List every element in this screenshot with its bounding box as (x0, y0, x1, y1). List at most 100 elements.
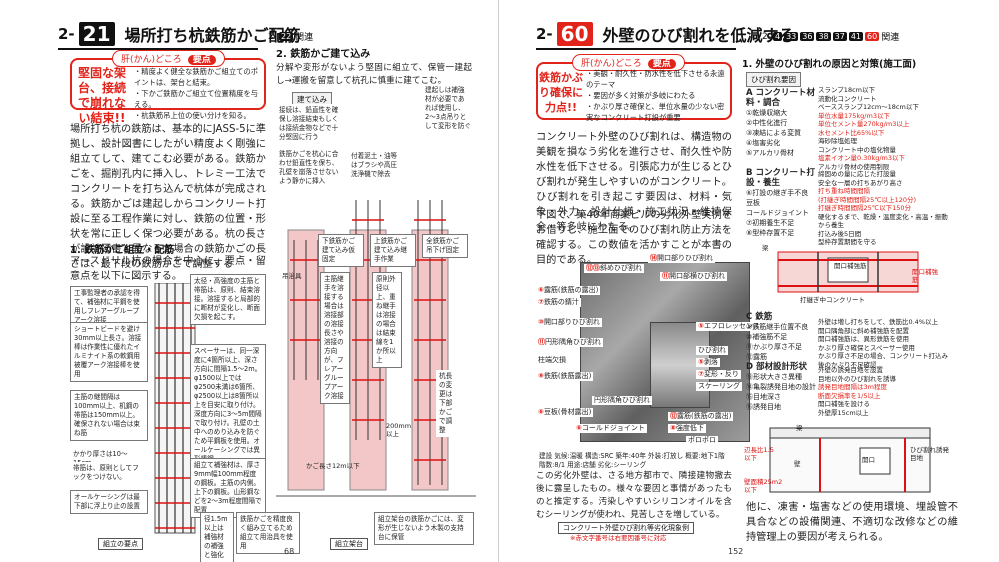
build-tag-2: 上鉄筋かご建て込み継手作業 (370, 234, 416, 267)
left-header: 2- 21 場所打ち杭鉄筋かご配筋 (58, 22, 301, 46)
clamp-label: 吊治具 (282, 272, 302, 280)
left-note-7: 太径・高強度の主筋と帯筋は、原則、結束溶接。溶接すると局部的に断材が変化し、断面… (190, 274, 266, 325)
left-related-ref[interactable]: 22 (278, 32, 294, 41)
measure-d-1: 外壁の誘発目地を設置 (818, 366, 883, 374)
left-kanme-point-1: ・精度よく健全な鉄筋かご組立てのポイントは、架台と結束。 (134, 67, 259, 87)
fig2-inducing: ひび割れ誘発目地 (910, 446, 949, 462)
photo-label-9: ⑨鉄筋(鉄筋露出) (536, 372, 594, 381)
measure-b-8: 型枠存置期間を守る (818, 238, 877, 246)
right-related-ref-3[interactable]: 36 (800, 32, 815, 41)
left-kanme-point-3: ・杭鉄筋吊上位の使い分けを知る。 (134, 111, 251, 120)
right-kanme-tag-label: 肝(かん)どころ (581, 59, 642, 69)
photo-label-11: ⑥コールドジョイント (574, 424, 647, 433)
right-header: 2- 60 外壁のひび割れを低減する (536, 22, 795, 46)
fig2-length: 辺長比1.5以下 (744, 446, 774, 462)
right-related-ref-1[interactable]: 4 (772, 32, 783, 41)
measure-d-3: 誘発目地間隔は3m程度 (818, 383, 887, 391)
left-caption-assembly: 組立の要点 (98, 538, 143, 550)
left-note-10: 径1.5m以上は補強材の補強と強化 (200, 512, 234, 562)
fig2-section: 壁面積25m2以下 (744, 478, 783, 494)
right-related-suffix: 関連 (881, 33, 900, 43)
build-body-4: 200mm以上 (386, 422, 412, 438)
photo-label-12: ⑫露筋(鉄筋の露出) (668, 412, 734, 421)
left-kanme-tag-label: 肝(かん)どころ (121, 55, 182, 65)
photo-label-15: ⑤エフロレッセンス (696, 322, 762, 331)
cause-b-item-3: コールドジョイント (746, 209, 809, 217)
measure-a-5: 単位セメント量270kg/m3以上 (818, 120, 910, 128)
cause-b: B コンクリート打設・養生 ⑥打設の継ぎ手不良 豆板 コールドジョイント ⑦初期… (746, 168, 816, 238)
measure-b-4: (打継ぎ時間間隔25℃以上120分) (818, 195, 917, 204)
measure-b-3: 打ち重ね時間間隔 (818, 187, 870, 195)
right-related-ref-7[interactable]: 60 (865, 32, 880, 41)
left-sub1: 1. 鉄筋かご組立・配筋 (70, 245, 175, 256)
photo-label-20: 円形隅角ひび割れ (592, 396, 652, 405)
measure-b-6: 硬化するまで、乾燥・温度変化・高温・振動から養生 (818, 212, 948, 230)
right-sub1: 1. 外壁のひび割れの原因と対策(施工面) (742, 59, 917, 70)
cause-b-head: B コンクリート打設・養生 (746, 168, 815, 188)
build-body-1: 主筋継手を溶接する場合は溶接部の溶接長さや溶接の方向が、フレアーグループアーク溶… (320, 272, 350, 404)
right-related-ref-5[interactable]: 37 (832, 32, 847, 41)
measure-b-2: 安全な一層の打ちあがり高さ (818, 178, 903, 187)
right-section-prefix: 2- (536, 25, 553, 43)
right-kanme-points: ・美観・耐久性・防水性を低下させる永遠のテーマ ・要因が多く対策が多岐にわたる … (586, 68, 730, 123)
photo-label-14: ポロポロ (686, 436, 718, 445)
cause-c-item-2: ⑩補強筋不足 (746, 333, 788, 341)
opening-reinforcement-figure (777, 251, 919, 293)
measure-a-7: 海砂除塩処理 (818, 137, 857, 145)
cause-c-measures: 外壁は増し打ちをして、鉄筋比0.4%以上 開口隅角部に斜め補強筋を配置 開口補強… (818, 318, 954, 369)
left-section-number: 21 (78, 22, 115, 46)
left-related-prefix: 2- (268, 31, 277, 42)
build-note-3: 建起しは補強材が必要であれば使用し、2〜3点吊りとして変形を防ぐ (422, 84, 474, 133)
photo-label-6: ⑪開口部横ひび割れ (660, 272, 727, 281)
photo-label-13: ⑧強度低下 (668, 424, 706, 433)
left-note-11: 鉄筋かごを精度良く組み立てるため組立て用治具を使用 (236, 512, 300, 554)
cause-c-head: C 鉄筋 (746, 312, 773, 322)
cause-a-measures: スランプ18cm以下 流動化コンクリート ベーススランプ12cm〜18cm以下 … (818, 86, 952, 171)
right-related-ref-6[interactable]: 41 (848, 32, 864, 41)
cause-d-measures: 外壁の誘発目地を設置 目地以外のひび割れを誘導 誘発目地間隔は3m程度 断面欠損… (818, 366, 954, 417)
cause-a-item-4: ④塩害劣化 (746, 139, 781, 147)
cause-d-item-3: ⑮目地深さ (746, 393, 781, 401)
left-section-prefix: 2- (58, 25, 75, 43)
measure-a-4: 単位水量175kg/m3以下 (818, 111, 890, 120)
inducing-joint-figure (769, 427, 931, 493)
build-body-2: 原則外径以上、重ね継手は溶接の場合は結束線を1か所以上 (372, 272, 402, 368)
build-tag-1: 下鉄筋かご建て込み仮固定 (318, 234, 364, 267)
right-kanme-point-2: ・要因が多く対策が多岐にわたる (586, 91, 696, 100)
cause-c-item-1: ⑨鉄筋継手位置不良 (746, 323, 809, 331)
measure-c-4: かぶり厚さ確保とスペーサー使用 (818, 343, 915, 352)
right-related: 2- 4 33 36 38 37 41 60 関連 (762, 30, 900, 44)
left-kanme-point: 要点 (187, 55, 216, 65)
cause-tag: ひび割れ要因 (746, 72, 801, 87)
fig1-bottom: 打継ぎ中コンクリート (800, 296, 865, 304)
right-page: 2- 60 外壁のひび割れを低減する 2- 4 33 36 38 37 41 6… (500, 0, 999, 562)
photo-label-10: ⑥豆板(骨材露出) (536, 408, 594, 417)
building-spec: 建設 気候:温暖 構造:SRC 築年:40年 外装:打放し 概要:地下1階 階数… (536, 450, 732, 472)
right-kanme-popup: 鉄筋かぶり確保に力点!! (539, 71, 583, 114)
measure-d-5: 開口補強を設ける (818, 400, 870, 408)
cause-a-head: A コンクリート材料・調合 (746, 88, 816, 108)
left-title: 場所打ち杭鉄筋かご配筋 (124, 26, 301, 45)
right-title-rule (536, 48, 736, 50)
cause-d-item-1: ⑬形状大きさ異種 (746, 373, 802, 381)
left-title-rule (58, 48, 258, 50)
photo-label-4: ⑦鉄筋の錆汁 (536, 298, 581, 307)
right-related-ref-2[interactable]: 33 (784, 32, 799, 41)
fig1-left: 梁 (762, 244, 769, 252)
right-related-prefix: 2- (762, 31, 771, 42)
measure-c-3: 開口補強筋は、異形鉄筋を使用 (818, 335, 909, 343)
measure-a-9: 塩素イオン量0.30kg/m3以下 (818, 154, 906, 162)
left-note-6: オールケーシングは最下部に浮上り止の設置 (70, 490, 148, 514)
photo-label-8: 柱端欠損 (536, 356, 568, 365)
cause-d-item-2: ⑭亀裂誘発目地の設計 (746, 383, 816, 391)
measure-c-5: かぶり厚さ不足の場合、コンクリート打込み後のかぶり不足確認 (818, 352, 948, 369)
left-kanme-points: ・精度よく健全な鉄筋かご組立てのポイントは、架台と結束。 ・下かご鉄筋かご組立て… (134, 66, 262, 121)
photo-label-1: ⑭開口部りひび割れ (648, 254, 715, 263)
cause-a-item-5: ⑤アルカリ骨材 (746, 149, 794, 157)
left-page: 2- 21 場所打ち杭鉄筋かご配筋 2- 22 関連 肝(かん)どころ要点 堅固… (0, 0, 499, 562)
photo-label-3: ⑥露筋(鉄筋の露出) (536, 286, 601, 295)
photo-label-5: ⑩開口部りひび割れ (536, 318, 602, 327)
photo-label-7: ⑪円形隅角ひび割れ (536, 338, 603, 347)
right-related-ref-4[interactable]: 38 (816, 32, 831, 41)
cause-a-item-3: ③凍結による変質 (746, 129, 802, 137)
